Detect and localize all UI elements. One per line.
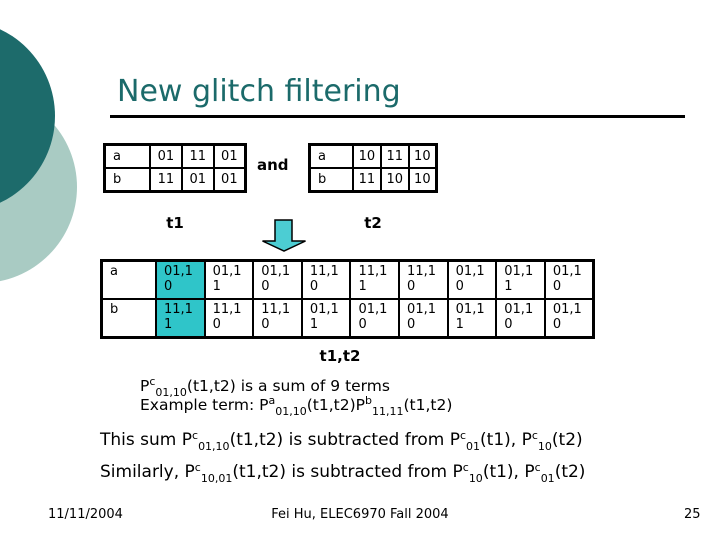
title-divider — [110, 115, 685, 118]
value-cell: 01 — [212, 167, 247, 193]
value-cell: 11,1 1 — [155, 298, 206, 339]
text-segment: P — [140, 377, 150, 395]
value-cell: 11,1 1 — [349, 259, 401, 300]
t1-label: t1 — [166, 214, 184, 232]
row-label-cell: b — [308, 167, 354, 193]
value-cell: 01,1 0 — [543, 298, 595, 339]
value-cell: 11,1 0 — [252, 298, 303, 339]
value-cell: 01,1 0 — [446, 259, 498, 300]
value-cell: 01,1 0 — [349, 298, 401, 339]
row-label-cell: a — [103, 143, 151, 169]
value-cell: 11,1 0 — [398, 259, 449, 300]
value-cell: 11,1 0 — [203, 298, 255, 339]
superscript: c — [459, 429, 467, 442]
value-cell: 01,1 0 — [543, 259, 595, 300]
subscript: 10 — [537, 440, 552, 453]
sum-of-terms-line: Pc01,10(t1,t2) is a sum of 9 terms — [140, 375, 390, 399]
value-cell: 10 — [352, 143, 382, 169]
value-cell: 01,1 1 — [495, 259, 546, 300]
t2-label: t2 — [364, 214, 382, 232]
footer-credit: Fei Hu, ELEC6970 Fall 2004 — [271, 507, 449, 522]
superscript: c — [531, 429, 538, 442]
value-cell: 01 — [149, 143, 183, 169]
text-segment: This sum P — [100, 430, 192, 450]
value-cell: 01,1 1 — [300, 298, 352, 339]
row-label-cell: b — [100, 298, 157, 339]
value-cell: 01 — [180, 167, 215, 193]
subscript: 01,10 — [198, 440, 230, 453]
subscript: 11,11 — [371, 405, 404, 418]
superscript: a — [268, 394, 276, 407]
subscript: 01 — [540, 472, 555, 485]
value-cell: 10 — [379, 167, 410, 193]
value-cell: 10 — [407, 143, 438, 169]
value-cell: 01 — [212, 143, 247, 169]
value-cell: 11 — [180, 143, 215, 169]
text-segment: (t1,t2) is subtracted from P — [229, 430, 460, 450]
value-cell: 11 — [379, 143, 410, 169]
value-cell: 11 — [149, 167, 183, 193]
text-segment: Similarly, P — [100, 462, 195, 482]
superscript: b — [364, 394, 372, 407]
value-cell: 01,1 0 — [398, 298, 449, 339]
subscript: 10,01 — [200, 472, 233, 485]
and-label: and — [257, 156, 289, 174]
combined-t1-t2-label: t1,t2 — [319, 347, 361, 365]
example-term-line: Example term: Pa01,10(t1,t2)Pb11,11(t1,t… — [140, 394, 452, 418]
value-cell: 11,1 0 — [300, 259, 352, 300]
text-segment: Example term: P — [140, 396, 269, 414]
row-label-cell: a — [100, 259, 157, 300]
value-cell: 01,1 1 — [446, 298, 498, 339]
superscript: c — [462, 461, 469, 474]
footer-date: 11/11/2004 — [48, 507, 123, 522]
superscript: c — [192, 429, 199, 442]
down-block-arrow-icon — [262, 219, 306, 252]
text-segment: (t1,t2)P — [306, 396, 365, 414]
text-segment: (t1), P — [482, 462, 535, 482]
page-title: New glitch filtering — [117, 74, 401, 109]
text-segment: (t1,t2) is subtracted from P — [232, 462, 463, 482]
value-cell: 11 — [352, 167, 382, 193]
subscript: 10 — [468, 472, 483, 485]
footer-page-number: 25 — [684, 507, 701, 522]
text-segment: (t2) — [554, 462, 586, 482]
text-segment: (t1,t2) — [403, 396, 453, 414]
superscript: c — [194, 461, 201, 474]
text-segment: (t1,t2) is a sum of 9 terms — [186, 377, 390, 395]
value-cell: 01,1 0 — [495, 298, 546, 339]
row-label-cell: a — [308, 143, 354, 169]
value-cell: 01,1 1 — [203, 259, 255, 300]
superscript: c — [149, 375, 156, 388]
value-cell: 01,1 0 — [155, 259, 206, 300]
value-cell: 01,1 0 — [252, 259, 303, 300]
text-segment: (t2) — [551, 430, 583, 450]
value-cell: 10 — [407, 167, 438, 193]
subscript: 01,10 — [275, 405, 307, 418]
text-segment: (t1), P — [480, 430, 532, 450]
superscript: c — [534, 461, 541, 474]
subscript: 01 — [466, 440, 481, 453]
subscript: 01,10 — [155, 386, 187, 399]
subtracted-line-1: This sum Pc01,10(t1,t2) is subtracted fr… — [100, 429, 583, 453]
row-label-cell: b — [103, 167, 151, 193]
subtracted-line-2: Similarly, Pc10,01(t1,t2) is subtracted … — [100, 461, 585, 485]
